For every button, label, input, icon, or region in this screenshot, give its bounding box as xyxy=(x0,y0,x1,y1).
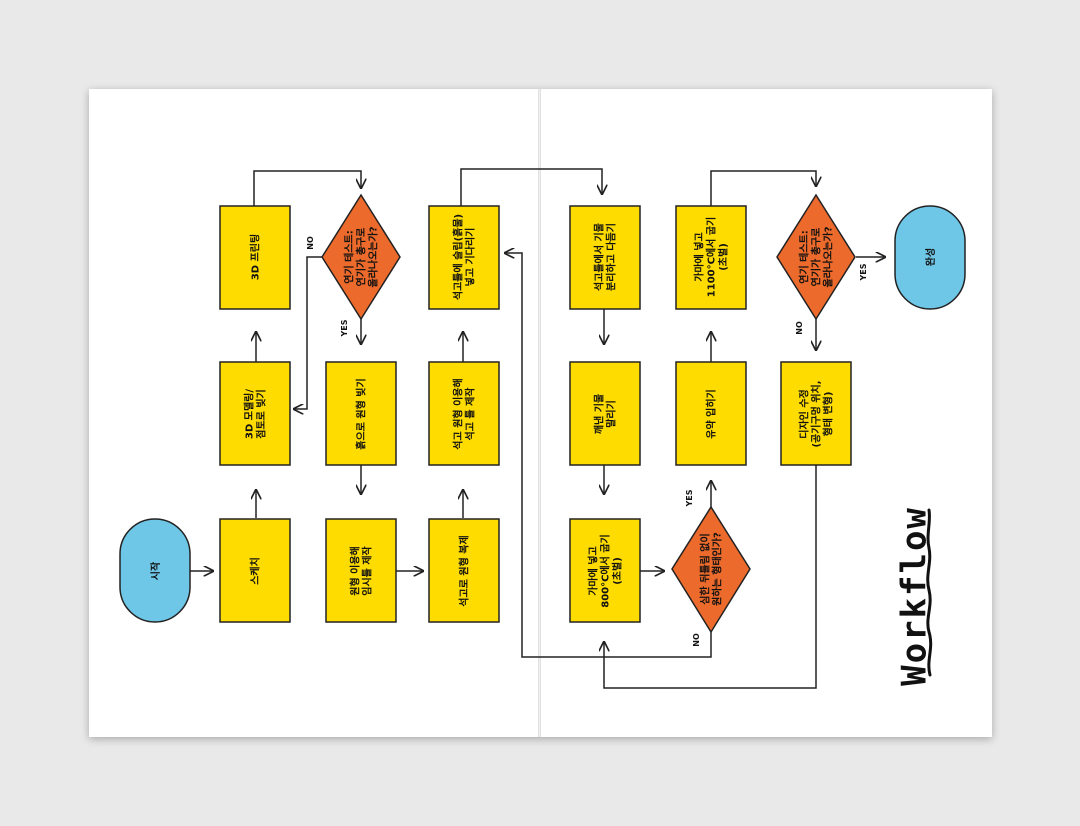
start-terminal xyxy=(119,518,191,623)
smoke1-label: 연기 테스트:연기가 총구로올라나오는가? xyxy=(343,226,380,287)
connectors xyxy=(190,168,885,689)
slip-box xyxy=(428,205,500,310)
edge-print-smoke1 xyxy=(253,170,361,206)
clay-label: 흙으로 원형 빚기 xyxy=(355,378,368,449)
separate-box xyxy=(569,205,641,310)
print3d-label: 3D 프린팅 xyxy=(249,234,262,280)
clay-box xyxy=(325,361,397,466)
edge-glost-smoke2 xyxy=(710,170,816,206)
sketch-box xyxy=(219,518,291,623)
edge-label-smoke2-no: NO xyxy=(795,321,804,335)
crack-label: 심한 뒤틀림 없이원하는 형태인가? xyxy=(699,532,724,606)
mold-label: 원형 이용해임시틀 제작 xyxy=(349,545,374,595)
model-box xyxy=(219,361,291,466)
edge-label-crack-no: NO xyxy=(692,633,701,647)
smoke1-diamond xyxy=(321,193,401,321)
sketch-label: 스케치 xyxy=(249,557,262,585)
smoke2-label: 연기 테스트:연기가 총구로올라나오는가? xyxy=(798,226,835,287)
edge-smoke1-no xyxy=(294,256,322,409)
plaster-label: 석고로 원형 복제 xyxy=(458,535,471,606)
crack-diamond xyxy=(671,505,751,634)
title-group: Workflow xyxy=(895,506,935,686)
edge-redesign-bisque xyxy=(604,465,817,689)
smoke2-diamond xyxy=(776,193,856,321)
edge-label-smoke2-yes: YES xyxy=(859,263,868,281)
redesign-label: 디자인 수정(공기구멍 위치,형태 변형) xyxy=(798,380,835,447)
bisque-box xyxy=(569,518,641,623)
dry-label: 깨낸 기물말리기 xyxy=(593,394,618,434)
glost-label: 가마에 넣고1100°C에서 굽기(초벌) xyxy=(693,217,730,297)
redesign-box xyxy=(780,361,852,466)
end-label: 완성 xyxy=(924,248,937,266)
print3d-box xyxy=(219,205,291,310)
dry-box xyxy=(569,361,641,466)
start-label: 시작 xyxy=(149,561,162,580)
plastermold-box xyxy=(428,361,500,466)
plastermold-label: 석고 원형 이용해석고 틀 제작 xyxy=(452,378,477,449)
glaze-box xyxy=(675,361,747,466)
edge-slip-separate xyxy=(460,168,602,206)
glost-box xyxy=(675,205,747,310)
title-underline xyxy=(926,508,933,677)
slip-label: 석고틀에 슬립(흙물)넣고 기다리기 xyxy=(452,214,477,300)
mold-box xyxy=(325,518,397,623)
edge-label-crack-yes: YES xyxy=(685,489,694,507)
separate-label: 석고틀에서 기물분리하고 다듬기 xyxy=(593,223,618,291)
edge-label-smoke1-yes: YES xyxy=(340,319,349,337)
end-terminal xyxy=(894,205,966,310)
plaster-box xyxy=(428,518,500,623)
bisque-label: 가마에 넣고800°C에서 굽기(초벌) xyxy=(587,534,624,608)
edge-crack-no xyxy=(505,253,712,658)
book-gutter xyxy=(538,89,541,737)
edge-label-smoke1-no: NO xyxy=(306,236,315,250)
model-label: 3D 모델링/점토로 빚기 xyxy=(244,389,268,439)
glaze-label: 유약 입히기 xyxy=(705,389,718,438)
